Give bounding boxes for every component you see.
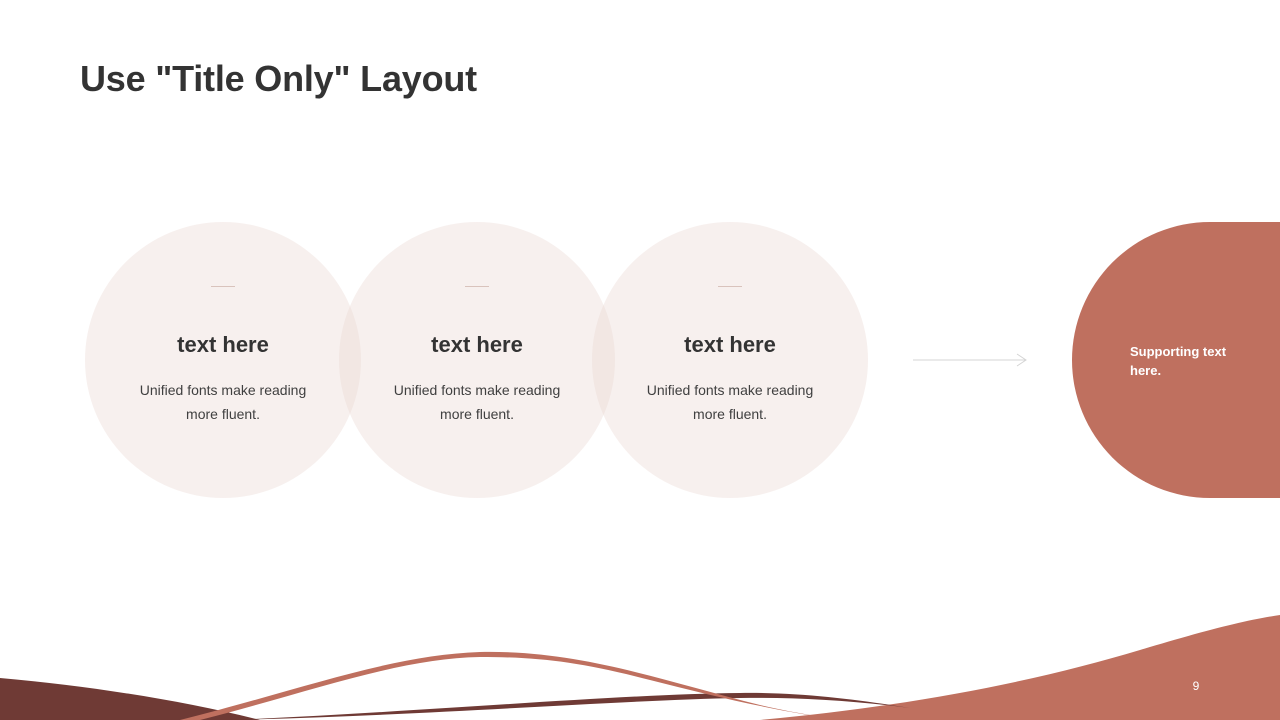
- slide-title[interactable]: Use "Title Only" Layout: [80, 58, 477, 99]
- arrow-right-icon: [913, 353, 1027, 367]
- dark-wave-ribbon: [230, 692, 910, 720]
- step-3-heading[interactable]: text here: [684, 332, 776, 357]
- step-3-body[interactable]: Unified fonts make reading more fluent.: [646, 382, 814, 422]
- step-2-heading[interactable]: text here: [431, 332, 523, 357]
- step-1-body[interactable]: Unified fonts make reading more fluent.: [139, 382, 307, 422]
- decorative-wave-footer: [0, 615, 1280, 720]
- step-2-divider: [465, 286, 489, 287]
- step-circle-1-content: text here Unified fonts make reading mor…: [85, 222, 361, 498]
- step-circle-3[interactable]: text here Unified fonts make reading mor…: [592, 222, 868, 498]
- dark-wave-shape: [0, 678, 260, 720]
- coral-wave-shape: [760, 615, 1280, 720]
- supporting-callout[interactable]: Supporting text here.: [1072, 222, 1280, 498]
- step-1-divider: [211, 286, 235, 287]
- step-1-heading[interactable]: text here: [177, 332, 269, 357]
- supporting-callout-text[interactable]: Supporting text here.: [1130, 344, 1227, 378]
- step-2-body[interactable]: Unified fonts make reading more fluent.: [393, 382, 561, 422]
- page-number: 9: [1192, 679, 1200, 693]
- step-circle-3-content: text here Unified fonts make reading mor…: [592, 222, 868, 498]
- step-circle-2-content: text here Unified fonts make reading mor…: [339, 222, 615, 498]
- step-circle-2[interactable]: text here Unified fonts make reading mor…: [339, 222, 615, 498]
- step-3-divider: [718, 286, 742, 287]
- step-circle-1[interactable]: text here Unified fonts make reading mor…: [85, 222, 361, 498]
- coral-wave-ribbon: [180, 651, 860, 720]
